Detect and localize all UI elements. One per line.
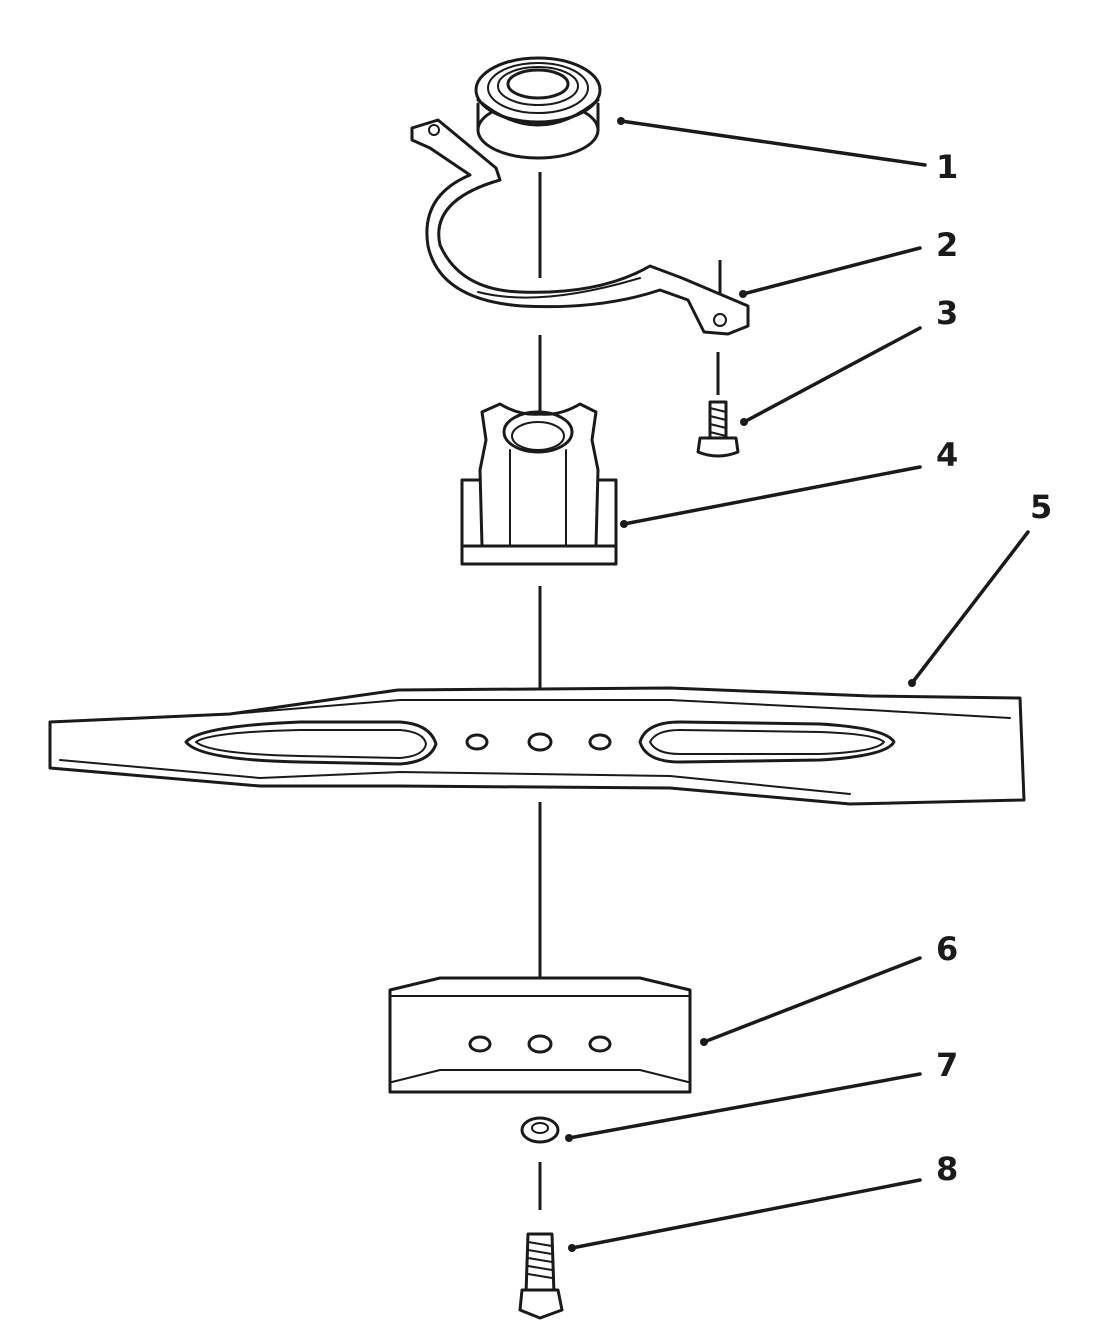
callout-6: 6 bbox=[936, 930, 958, 968]
callout-1: 1 bbox=[936, 148, 958, 186]
blade-adapter bbox=[460, 402, 618, 566]
callout-2: 2 bbox=[936, 226, 958, 264]
callout-8: 8 bbox=[936, 1150, 958, 1188]
idler-pulley bbox=[474, 56, 602, 160]
idler-bracket bbox=[410, 118, 750, 336]
callout-3: 3 bbox=[936, 294, 958, 332]
callout-5: 5 bbox=[1030, 488, 1052, 526]
callout-4: 4 bbox=[936, 436, 958, 474]
mower-blade bbox=[48, 686, 1026, 806]
blade-stiffener bbox=[388, 976, 692, 1094]
bracket-screw bbox=[696, 400, 740, 458]
washer bbox=[520, 1116, 560, 1144]
callout-7: 7 bbox=[936, 1046, 958, 1084]
leader-lines bbox=[565, 117, 1030, 1252]
blade-bolt bbox=[518, 1232, 564, 1320]
callout-numbers: 1 2 3 4 5 6 7 8 bbox=[936, 148, 1052, 1188]
